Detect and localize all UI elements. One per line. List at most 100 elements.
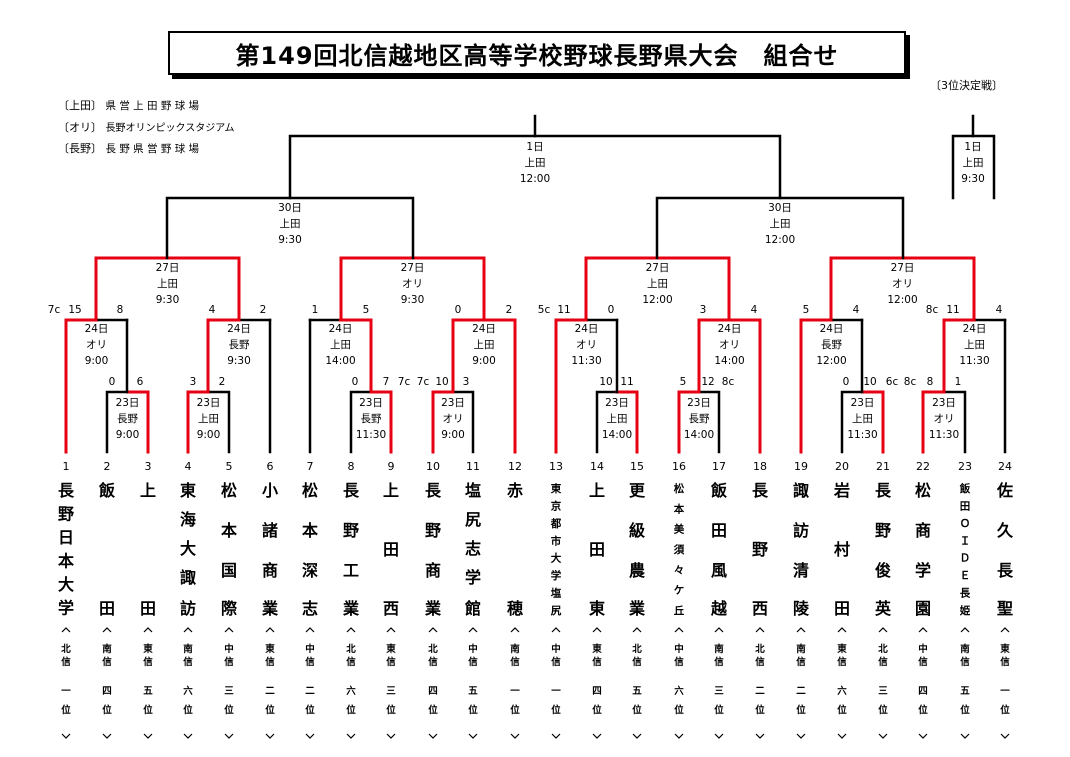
match-venue: 上田 bbox=[474, 339, 495, 351]
match-date: 24日 bbox=[575, 323, 599, 335]
team-region: 北信 bbox=[346, 643, 356, 668]
team-name: 松本美須々ケ丘 bbox=[673, 482, 685, 617]
region-bracket-bottom bbox=[346, 733, 356, 739]
team-name: 上田西 bbox=[383, 481, 399, 618]
team-rank: 一位 bbox=[1000, 686, 1010, 716]
team-name: 赤穂 bbox=[507, 481, 523, 618]
match-time: 9:00 bbox=[197, 429, 221, 441]
team-region: 中信 bbox=[305, 643, 315, 668]
score-label: 8 bbox=[927, 376, 934, 388]
score-label: 2 bbox=[219, 376, 226, 388]
score-label: 10 bbox=[435, 376, 448, 388]
score-label: 6 bbox=[137, 376, 144, 388]
qf-right-drop bbox=[166, 256, 241, 322]
first-round-right bbox=[697, 390, 721, 454]
match-time: 11:30 bbox=[929, 429, 959, 441]
region-bracket-bottom bbox=[224, 733, 234, 739]
venue-legend-nagano: 〔長野〕 長 野 県 営 野 球 場 bbox=[58, 140, 199, 156]
match-date: 23日 bbox=[359, 397, 383, 409]
match-time: 9:30 bbox=[961, 173, 985, 185]
match-date: 23日 bbox=[605, 397, 629, 409]
score-label: 0 bbox=[843, 376, 850, 388]
region-bracket-bottom bbox=[143, 733, 153, 739]
first-round-left bbox=[921, 390, 946, 454]
team-rank: 三位 bbox=[386, 686, 396, 716]
team-name: 諏訪清陵 bbox=[793, 481, 810, 618]
match-venue: 長野 bbox=[229, 339, 250, 351]
team-name: 松本国際 bbox=[221, 481, 238, 618]
region-bracket-top bbox=[632, 627, 642, 633]
team-name: 岩村田 bbox=[833, 481, 850, 618]
match-date: 24日 bbox=[227, 323, 251, 335]
team-rank: 五位 bbox=[632, 686, 642, 716]
team-number: 8 bbox=[348, 460, 355, 473]
team-number: 21 bbox=[876, 460, 890, 473]
venue-key: 〔オリ〕 bbox=[58, 121, 102, 134]
match-time: 9:00 bbox=[472, 355, 496, 367]
team-rank: 二位 bbox=[305, 686, 315, 716]
match-date: 24日 bbox=[329, 323, 353, 335]
match-venue: 長野 bbox=[689, 413, 710, 425]
match-time: 9:30 bbox=[227, 355, 251, 367]
team-number: 23 bbox=[958, 460, 972, 473]
match-time: 12:00 bbox=[520, 173, 550, 185]
match-date: 24日 bbox=[718, 323, 742, 335]
match-date: 30日 bbox=[278, 202, 302, 214]
score-label: 0 bbox=[608, 304, 615, 316]
team-name: 飯田ＯＩＤＥ長姫 bbox=[959, 482, 971, 617]
match-venue: 上田 bbox=[647, 278, 668, 290]
region-bracket-bottom bbox=[796, 733, 806, 739]
match-time: 9:30 bbox=[156, 294, 180, 306]
region-bracket-bottom bbox=[468, 733, 478, 739]
team-name: 塩尻志学館 bbox=[465, 481, 481, 618]
score-label: 0 bbox=[455, 304, 462, 316]
match-time: 11:30 bbox=[847, 429, 877, 441]
team-name-text: 長野西 bbox=[752, 481, 769, 618]
team-region: 南信 bbox=[510, 643, 520, 668]
team-region: 北信 bbox=[61, 643, 71, 668]
team-name-text: 長野工業 bbox=[342, 481, 360, 618]
team-number: 7 bbox=[307, 460, 314, 473]
team-name-text: 佐久長聖 bbox=[996, 481, 1014, 618]
region-bracket-bottom bbox=[102, 733, 112, 739]
region-bracket-top bbox=[346, 627, 356, 633]
team-region: 中信 bbox=[674, 643, 684, 668]
region-bracket-top bbox=[878, 627, 888, 633]
match-date: 27日 bbox=[156, 262, 180, 274]
team-rank: 四位 bbox=[592, 686, 602, 716]
match-date: 24日 bbox=[472, 323, 496, 335]
venue-legend-ori: 〔オリ〕 長野オリンピックスタジアム bbox=[58, 119, 235, 135]
venue-name: 県 営 上 田 野 球 場 bbox=[105, 100, 200, 112]
region-bracket-top bbox=[224, 627, 234, 633]
match-venue: 上田 bbox=[157, 278, 178, 290]
team-number: 1 bbox=[63, 460, 70, 473]
team-name-text: 松本美須々ケ丘 bbox=[673, 482, 685, 617]
team-rank: 三位 bbox=[224, 686, 234, 716]
team-number: 11 bbox=[466, 460, 480, 473]
first-round-left bbox=[677, 390, 701, 454]
match-venue: 上田 bbox=[852, 413, 873, 425]
score-label: 1 bbox=[955, 376, 962, 388]
region-bracket-bottom bbox=[510, 733, 520, 739]
region-bracket-top bbox=[265, 627, 275, 633]
region-bracket-bottom bbox=[1000, 733, 1010, 739]
match-time: 14:00 bbox=[714, 355, 744, 367]
team-region: 中信 bbox=[224, 643, 234, 668]
team-number: 2 bbox=[104, 460, 111, 473]
team-number: 4 bbox=[185, 460, 192, 473]
match-time: 12:00 bbox=[642, 294, 672, 306]
team-name: 更級農業 bbox=[628, 481, 646, 618]
score-label: 5 bbox=[680, 376, 687, 388]
team-region: 東信 bbox=[999, 643, 1010, 668]
match-venue: 上田 bbox=[964, 339, 985, 351]
match-venue: オリ bbox=[86, 339, 107, 351]
team-name-text: 諏訪清陵 bbox=[793, 481, 810, 618]
first-round-left bbox=[105, 390, 129, 454]
score-label: 2 bbox=[260, 304, 267, 316]
match-date: 24日 bbox=[820, 323, 844, 335]
score-label: 11 bbox=[946, 304, 959, 316]
score-label: 4 bbox=[209, 304, 216, 316]
team-name-text: 松商学園 bbox=[915, 481, 931, 618]
region-bracket-bottom bbox=[183, 733, 193, 739]
